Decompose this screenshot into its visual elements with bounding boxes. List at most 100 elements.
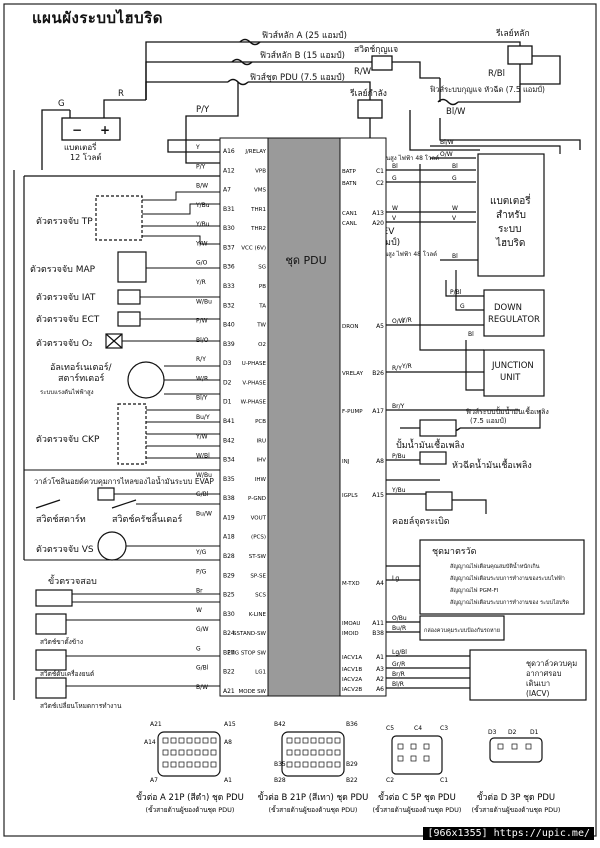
fuse-pdu-label: ฟิวส์ชุด PDU (7.5 แอมป์) <box>250 72 345 83</box>
wire-g-top: G <box>58 99 65 109</box>
pin-name: W-PHASE <box>241 400 267 406</box>
pin-name: IHV <box>256 458 266 464</box>
iat-sensor <box>117 289 141 305</box>
pin-id: B24 <box>223 630 235 637</box>
pin-id: B22 <box>223 669 235 676</box>
pdu-right-pin: BATP C1 Bl <box>342 163 398 175</box>
battery-neg: − <box>72 123 82 137</box>
wire-color: V <box>392 215 397 222</box>
top-labels: ฟิวส์หลัก A (25 แอมป์) ฟิวส์หลัก B (15 แ… <box>58 28 545 258</box>
connector-pin-cell <box>286 761 293 768</box>
start-relay-label: รีเลย์กำลัง <box>350 88 387 99</box>
pin-name: IMOAU <box>342 621 360 627</box>
pin-name: THR2 <box>250 226 266 232</box>
pin-id: C1 <box>376 168 384 175</box>
wire-color: V <box>452 215 457 222</box>
wire-color: R/Y <box>196 356 206 363</box>
connector-pin-cell <box>202 749 209 756</box>
pin-name: IMOID <box>342 631 359 637</box>
wire-color: Bl <box>392 163 398 170</box>
battery-pos: + <box>100 123 110 137</box>
tp-sensor-box <box>95 195 143 241</box>
connector-pin-cell <box>210 761 217 768</box>
page-title: แผนผังระบบไฮบริด <box>32 9 163 27</box>
battery-name: แบตเตอรี่ <box>64 141 97 152</box>
connector-pin-cell <box>186 749 193 756</box>
fuse-a-label: ฟิวส์หลัก A (25 แอมป์) <box>262 30 347 41</box>
pin-name: BATP <box>342 169 356 175</box>
connector-pin-cell <box>178 749 185 756</box>
connector-pin-cell <box>162 761 169 768</box>
immo-label: กล่องควบคุมระบบป้องกันรถหาย <box>424 627 500 634</box>
connector-pin-label: C3 <box>440 725 448 732</box>
pin-id: A15 <box>372 492 384 499</box>
connector-pin-label: D1 <box>530 729 539 736</box>
connector-pin-cell <box>310 737 317 744</box>
pin-id: B30 <box>223 611 235 618</box>
tp-label: ตัวตรวจจับ TP <box>36 217 93 227</box>
pin-name: MODE SW <box>239 689 267 695</box>
wire-color: W <box>196 607 202 614</box>
pin-name: THR1 <box>250 207 266 213</box>
wire-rw-top: R/W <box>354 67 372 77</box>
alt-label-1: อัลเทอร์เนเตอร์/ <box>50 361 113 373</box>
coil-symbol <box>425 491 453 511</box>
pin-name: F-PUMP <box>342 409 363 415</box>
pin-name: IACV2A <box>342 677 362 683</box>
wire-rbl-top: R/Bl <box>488 69 505 79</box>
connector-pin-cell <box>162 749 169 756</box>
connector-pin-cell <box>318 749 325 756</box>
connector-section <box>157 731 543 777</box>
pin-name: TA <box>258 303 266 309</box>
wire-py-top: P/Y <box>196 105 210 115</box>
connector-pin-label: D3 <box>488 729 497 736</box>
connector-pin-cell <box>170 749 177 756</box>
connector-pin-cell <box>162 737 169 744</box>
pin-id: B41 <box>223 418 235 425</box>
connector-pin-cell <box>194 761 201 768</box>
connector-pin-cell <box>194 749 201 756</box>
wire-color: O/W <box>392 318 405 325</box>
connector-pin-cell <box>326 749 333 756</box>
connector-b-shape <box>281 731 345 777</box>
fuse-pump-label2: (7.5 แอมป์) <box>470 417 507 425</box>
connector-pin-cell <box>294 737 301 744</box>
pin-id: B28 <box>223 553 235 560</box>
wire-color: G/Bl <box>196 491 209 498</box>
connector-pin-cell <box>170 761 177 768</box>
connector-pin-cell <box>286 737 293 744</box>
pin-name: TW <box>256 323 266 329</box>
connector-sublabel: (ขั้วสายด้านผู้ของด้านชุด PDU) <box>269 805 358 814</box>
pin-name: O2 <box>258 342 266 348</box>
wire-color: W/Bu <box>196 472 212 479</box>
wire-color: Bl/Y <box>196 395 208 402</box>
pin-name: SP-SE <box>250 573 266 579</box>
pin-id: A20 <box>372 220 384 227</box>
clutch-sw-label: สวิตช์ครัชลิ้นเตอร์ <box>112 512 182 525</box>
wire-color: Bl/O <box>196 337 209 344</box>
connector-pin-cell <box>326 737 333 744</box>
connector-pin-cell <box>210 749 217 756</box>
pdu-block: ชุด PDU <box>219 137 387 697</box>
connector-pin-cell <box>178 737 185 744</box>
fuse-fuel-label: ฟิวส์ระบบกุญแจ หัวฉีด (7.5 แอมป์) <box>429 85 545 94</box>
down-reg-l1: DOWN <box>494 303 522 313</box>
pin-id: D3 <box>223 360 232 367</box>
pin-name: VPB <box>255 168 266 174</box>
wire-color: Gr/R <box>392 661 405 668</box>
connector-pin-label: B35 <box>274 761 286 768</box>
connector-pin-label: B36 <box>346 721 358 728</box>
connector-label: ขั้วต่อ B 21P (สีเทา) ชุด PDU <box>258 791 369 803</box>
ckp-label: ตัวตรวจจับ CKP <box>36 435 100 445</box>
